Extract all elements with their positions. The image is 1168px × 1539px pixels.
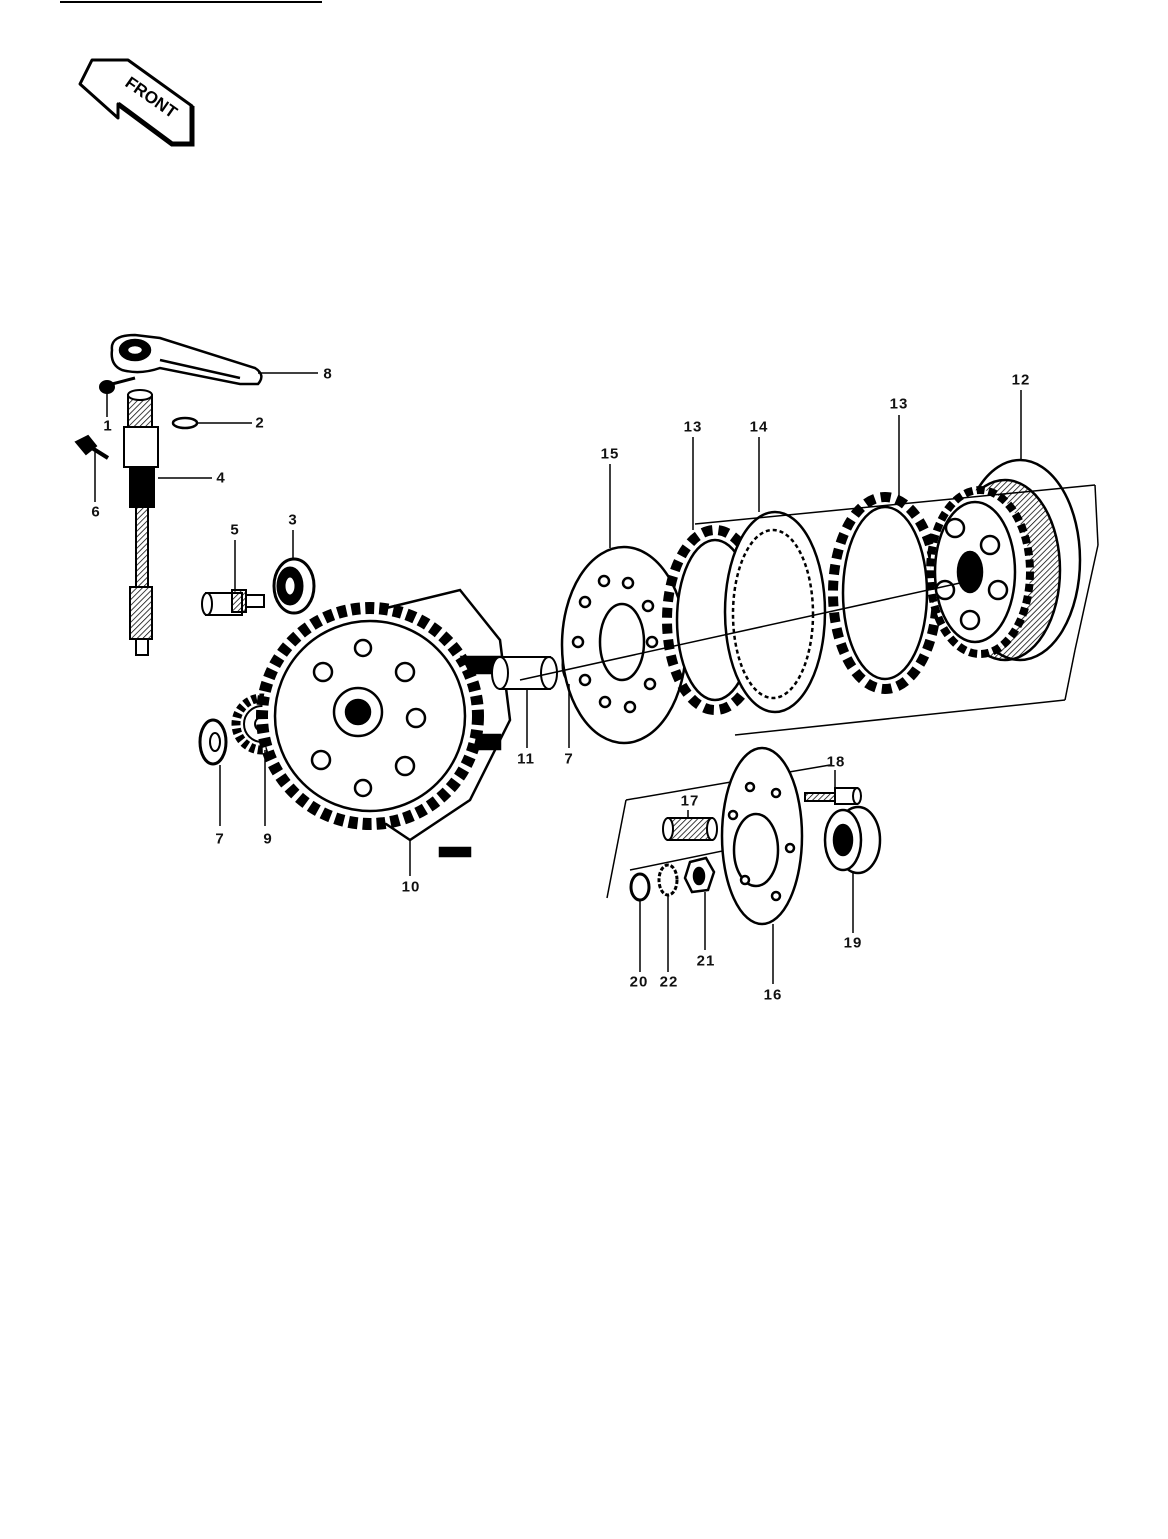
callout-17: 17: [680, 792, 700, 810]
release-shaft: [123, 389, 159, 656]
callout-18: 18: [826, 753, 846, 771]
callout-16: 16: [763, 986, 783, 1004]
friction-plate-13b: [828, 492, 942, 694]
callout-7b: 7: [564, 750, 574, 768]
bearing-3: [272, 557, 316, 615]
callout-21: 21: [696, 952, 716, 970]
o-ring-2: [171, 416, 199, 430]
callout-5: 5: [230, 521, 240, 539]
screw-1: [99, 376, 136, 394]
callout-2: 2: [255, 414, 265, 432]
callout-9: 9: [263, 830, 273, 848]
lock-washer-22: [657, 863, 679, 897]
washer-20: [629, 872, 651, 902]
screw-6: [74, 434, 110, 460]
callout-20: 20: [629, 973, 649, 991]
front-arrow-icon: FRONT: [78, 58, 195, 147]
callout-22: 22: [659, 973, 679, 991]
callout-14: 14: [749, 418, 769, 436]
callout-11: 11: [517, 750, 535, 768]
callout-13b: 13: [889, 395, 909, 413]
lifter-plate-16: [720, 746, 804, 926]
clutch-hub-12: [926, 458, 1082, 662]
release-lever: [110, 333, 263, 386]
callout-15: 15: [600, 445, 620, 463]
callout-13a: 13: [683, 418, 703, 436]
callout-4: 4: [216, 469, 226, 487]
leader-lines: [94, 372, 1022, 984]
callout-12: 12: [1011, 371, 1031, 389]
worm-gear-5: [201, 589, 265, 616]
callout-19: 19: [843, 934, 863, 952]
callout-8: 8: [323, 365, 333, 383]
bolt-18: [804, 787, 862, 805]
spring-17: [662, 817, 718, 841]
callout-1: 1: [103, 417, 113, 435]
callout-7a: 7: [215, 830, 225, 848]
steel-plate-14: [723, 510, 827, 714]
callout-10: 10: [401, 878, 421, 896]
nut-21: [683, 856, 716, 894]
callout-3: 3: [288, 511, 298, 529]
spacer-11: [491, 656, 558, 690]
assembly-outline: [519, 484, 1099, 736]
clutch-housing-10: [256, 588, 512, 858]
pressure-plate-15: [560, 545, 688, 745]
callout-6: 6: [91, 503, 101, 521]
bearing-19: [823, 805, 882, 875]
